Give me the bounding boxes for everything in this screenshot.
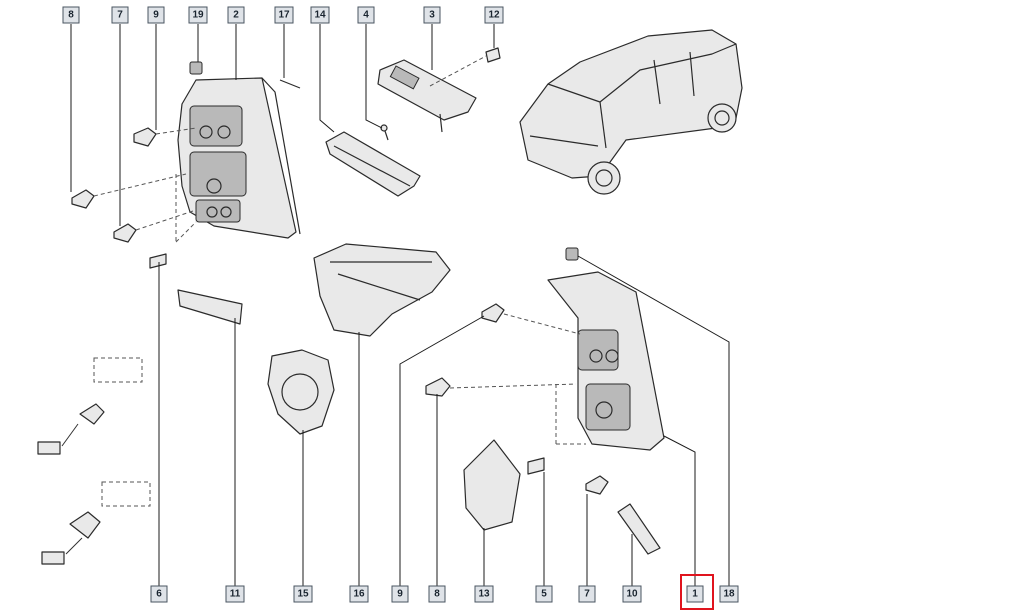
- fixing-clip-18: [565, 247, 579, 261]
- brake-light-cover-14: [325, 131, 421, 197]
- svg-text:16: 16: [353, 589, 365, 600]
- svg-text:17: 17: [278, 10, 290, 21]
- callout-7-bottom: 7: [578, 585, 596, 603]
- svg-text:4: 4: [363, 10, 369, 21]
- dashed-box-upper: [93, 357, 143, 383]
- bulb-left-lower: [69, 511, 101, 539]
- bulb-8-top: [71, 189, 95, 209]
- screw-6: [149, 253, 167, 269]
- rear-lamp-left: [177, 77, 301, 239]
- bulb-7-top: [113, 223, 137, 243]
- headlamp-16: [313, 243, 451, 337]
- screw-5: [527, 457, 545, 475]
- callout-2: 2: [227, 6, 245, 24]
- callout-10: 10: [622, 585, 642, 603]
- svg-text:15: 15: [297, 589, 309, 600]
- callout-14: 14: [310, 6, 330, 24]
- gasket-17: [279, 79, 301, 89]
- callout-3: 3: [423, 6, 441, 24]
- bulb-9-right: [481, 303, 505, 323]
- bulb-7-right: [585, 475, 609, 495]
- svg-text:13: 13: [478, 589, 490, 600]
- callout-6: 6: [150, 585, 168, 603]
- svg-text:10: 10: [626, 589, 638, 600]
- svg-text:11: 11: [230, 589, 241, 600]
- callout-9-top: 9: [147, 6, 165, 24]
- fixing-12: [485, 47, 501, 63]
- svg-text:19: 19: [192, 10, 204, 21]
- svg-text:18: 18: [723, 589, 735, 600]
- callout-1-highlighted[interactable]: 1: [680, 574, 714, 610]
- rear-lamp-right-1: [547, 271, 665, 451]
- svg-text:12: 12: [488, 10, 500, 21]
- callout-11: 11: [225, 585, 245, 603]
- svg-text:7: 7: [117, 10, 123, 21]
- svg-text:9: 9: [397, 589, 403, 600]
- callout-16: 16: [349, 585, 369, 603]
- callout-13: 13: [474, 585, 494, 603]
- svg-text:9: 9: [153, 10, 159, 21]
- svg-text:14: 14: [314, 10, 326, 21]
- callout-5: 5: [535, 585, 553, 603]
- connector-left-upper: [37, 441, 61, 455]
- callout-19: 19: [188, 6, 208, 24]
- vehicle-illustration: [519, 29, 743, 195]
- brake-light-3: [377, 59, 477, 133]
- svg-text:7: 7: [584, 589, 590, 600]
- side-reflector-11: [177, 289, 243, 325]
- svg-text:3: 3: [429, 10, 435, 21]
- svg-text:8: 8: [434, 589, 440, 600]
- svg-text:5: 5: [541, 589, 547, 600]
- svg-text:2: 2: [233, 10, 239, 21]
- svg-text:6: 6: [156, 589, 162, 600]
- callout-18: 18: [719, 585, 739, 603]
- bulb-left-upper: [79, 403, 105, 425]
- callout-8-top: 8: [62, 6, 80, 24]
- svg-text:1: 1: [692, 589, 698, 600]
- callout-17: 17: [274, 6, 294, 24]
- callout-9-bottom: 9: [391, 585, 409, 603]
- bulb-9-top: [133, 127, 157, 147]
- connector-left-lower: [41, 551, 65, 565]
- callout-15: 15: [293, 585, 313, 603]
- dashed-box-lower: [101, 481, 151, 507]
- fixing-clip-19: [189, 61, 203, 75]
- callout-4: 4: [357, 6, 375, 24]
- fog-lamp-15: [267, 349, 335, 435]
- reflector-10: [617, 503, 661, 555]
- svg-text:8: 8: [68, 10, 74, 21]
- highlight-frame: [680, 574, 714, 610]
- callout-12: 12: [484, 6, 504, 24]
- callout-8-bottom: 8: [428, 585, 446, 603]
- screw-4: [380, 124, 389, 141]
- side-indicator-13: [463, 439, 521, 531]
- bulb-8-right: [425, 377, 451, 397]
- leader-lines: [70, 24, 730, 586]
- callout-7-top: 7: [111, 6, 129, 24]
